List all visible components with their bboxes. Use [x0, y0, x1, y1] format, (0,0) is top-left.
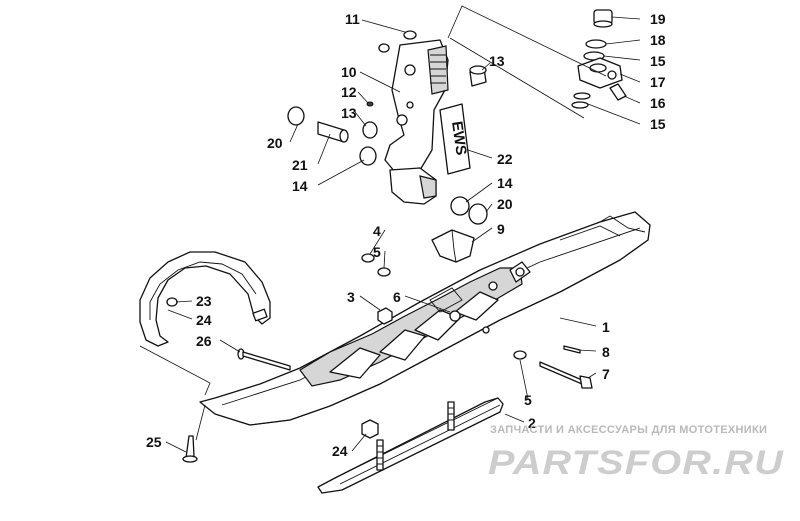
callout-15-lower: 15: [650, 116, 666, 132]
callout-5-upper: 5: [373, 244, 381, 260]
callout-16: 16: [650, 95, 666, 111]
washer-5-lower: [513, 350, 527, 360]
callout-13-left: 13: [341, 105, 357, 121]
bushing-20-right: [468, 203, 488, 225]
cap-washers: [583, 39, 607, 61]
spindle-cap: [593, 9, 613, 28]
callout-labels: 11 10 12 13 20 21 14 13 19 18 15 17 16 1…: [146, 11, 666, 459]
leader-lines: [139, 5, 641, 453]
callout-24-lower: 24: [332, 443, 348, 459]
sleeve-21: [317, 121, 349, 143]
watermark: PARTSFOR.RU: [488, 444, 785, 482]
washer-4: [361, 253, 375, 263]
pin-12: [366, 101, 374, 107]
callout-25: 25: [146, 434, 162, 450]
callout-22: 22: [497, 151, 513, 167]
callout-4: 4: [373, 223, 381, 239]
callout-24-upper: 24: [196, 312, 212, 328]
ski-runner-wear-bar: [317, 397, 504, 494]
bolt-26: [237, 348, 291, 371]
ski-spindle: EWS: [384, 39, 471, 205]
callout-14-left: 14: [292, 178, 308, 194]
callout-18: 18: [650, 32, 666, 48]
runner-stud: [447, 401, 455, 431]
watermark-logo: PARTSFOR.RU: [488, 444, 785, 482]
watermark-caption: ЗАПЧАСТИ И АКСЕССУАРЫ ДЛЯ МОТОТЕХНИКИ: [490, 424, 768, 436]
spindle-decal-text: EWS: [448, 120, 470, 156]
nut-11: [378, 30, 417, 53]
callout-14-right: 14: [497, 175, 513, 191]
bushing-14-left: [359, 146, 377, 166]
bushing-upper-left: [287, 106, 305, 126]
callout-9: 9: [497, 221, 505, 237]
callout-13-right: 13: [489, 53, 505, 69]
bushing-14-right: [450, 196, 470, 216]
callout-10: 10: [341, 64, 357, 80]
ski-saddle: [299, 261, 531, 387]
callout-5-lower: 5: [524, 392, 532, 408]
washer-5-upper: [377, 267, 391, 277]
nut-24-upper: [166, 297, 178, 307]
callout-3: 3: [347, 289, 355, 305]
nut-3: [377, 307, 393, 325]
callout-20-left: 20: [267, 135, 283, 151]
callout-8: 8: [602, 344, 610, 360]
nut-24-lower: [361, 419, 379, 439]
callout-7: 7: [602, 366, 610, 382]
bolt-25: [182, 435, 198, 463]
ski: [199, 211, 651, 426]
bushing-13-left: [362, 121, 378, 139]
callout-26: 26: [196, 333, 212, 349]
cotter-pin-8: [563, 345, 581, 354]
callout-6: 6: [393, 289, 401, 305]
callout-20-right: 20: [497, 196, 513, 212]
callout-17: 17: [650, 74, 666, 90]
callout-1: 1: [602, 319, 610, 335]
clamp-bolt-16: [609, 83, 627, 101]
callout-15-upper: 15: [650, 53, 666, 69]
ski-dampener: [431, 229, 475, 263]
bolt-7: [539, 361, 593, 389]
callout-2: 2: [528, 415, 536, 431]
callout-23: 23: [196, 293, 212, 309]
runner-stud: [376, 439, 384, 471]
callout-19: 19: [650, 11, 666, 27]
lower-washers: [571, 92, 591, 109]
bushing-13-right: [469, 65, 487, 87]
ski-loop-handle: [139, 251, 271, 347]
callout-21: 21: [292, 157, 308, 173]
callout-11: 11: [345, 11, 360, 27]
callout-12: 12: [341, 84, 357, 100]
